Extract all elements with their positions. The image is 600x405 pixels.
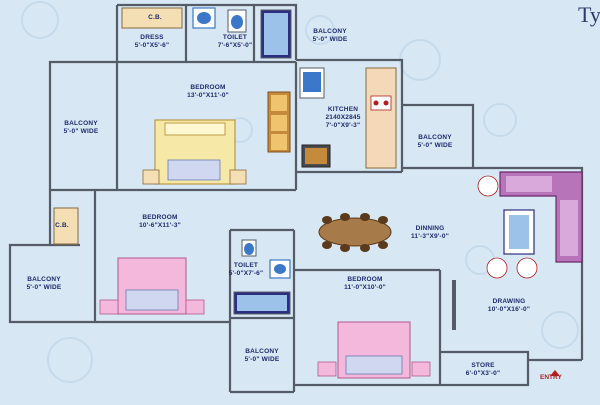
toilet-mid-fixtures (233, 239, 291, 315)
wall-top (117, 3, 298, 60)
toilet-top-fixtures (192, 7, 292, 59)
cb-top-label: C.B. (148, 14, 162, 21)
entry-arrow-icon (550, 370, 560, 376)
dining-table (318, 213, 392, 252)
walls (8, 3, 584, 394)
kitchen-counter (299, 67, 397, 169)
cupboard-top (121, 7, 183, 29)
wall-balcony-left (48, 60, 117, 192)
master-bed (142, 119, 247, 185)
drawing-sofa (477, 171, 583, 279)
cupboard-left (53, 207, 79, 245)
wall-balcony-kitchen (402, 103, 475, 168)
plan-title: Ty (578, 2, 600, 27)
cb-left-label: C.B. (55, 222, 69, 229)
entry-label: ENTRY (540, 374, 562, 381)
second-bed (99, 257, 205, 315)
third-bed (317, 321, 431, 379)
master-wardrobe (267, 91, 291, 153)
